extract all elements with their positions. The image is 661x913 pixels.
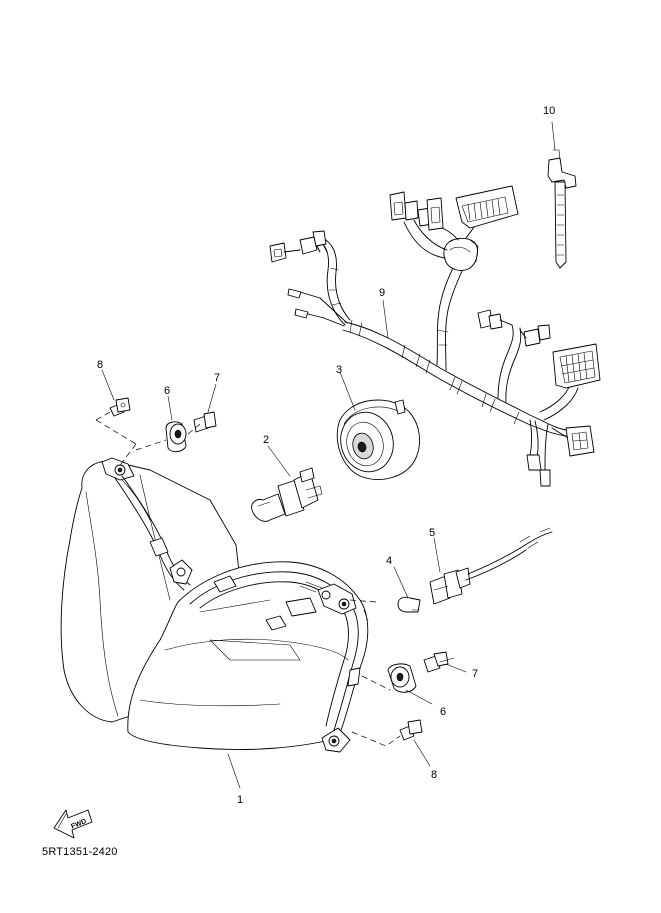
callout-3: 3 [336,364,342,376]
callout-7-upper: 7 [214,372,220,384]
drawing-code: 5RT1351-2420 [42,846,118,858]
fwd-arrow-icon: FWD [53,809,93,839]
wire-harness-part-9 [269,185,601,487]
callout-8-lower: 8 [431,769,437,781]
callout-4: 4 [386,555,392,567]
position-bulb-part-4 [393,566,421,613]
bulb-socket-part-5 [429,527,553,605]
callout-8-upper: 8 [97,359,103,371]
fastener-set-lower [349,599,467,767]
callout-1: 1 [237,794,243,806]
headlight-assembly-part-1 [60,457,369,789]
headlight-cover-part-3 [336,371,421,480]
callout-9: 9 [379,287,385,299]
fastener-set-upper [95,369,217,469]
callout-labels: 1 2 3 4 5 6 6 7 7 8 8 9 10 [97,105,555,806]
cable-tie-part-10 [547,121,577,269]
callout-6-upper: 6 [164,385,170,397]
callout-10: 10 [543,105,555,117]
bulb-part-2 [251,445,323,522]
callout-6-lower: 6 [440,706,446,718]
callout-7-lower: 7 [472,668,478,680]
callout-2: 2 [263,434,269,446]
callout-5: 5 [429,527,435,539]
